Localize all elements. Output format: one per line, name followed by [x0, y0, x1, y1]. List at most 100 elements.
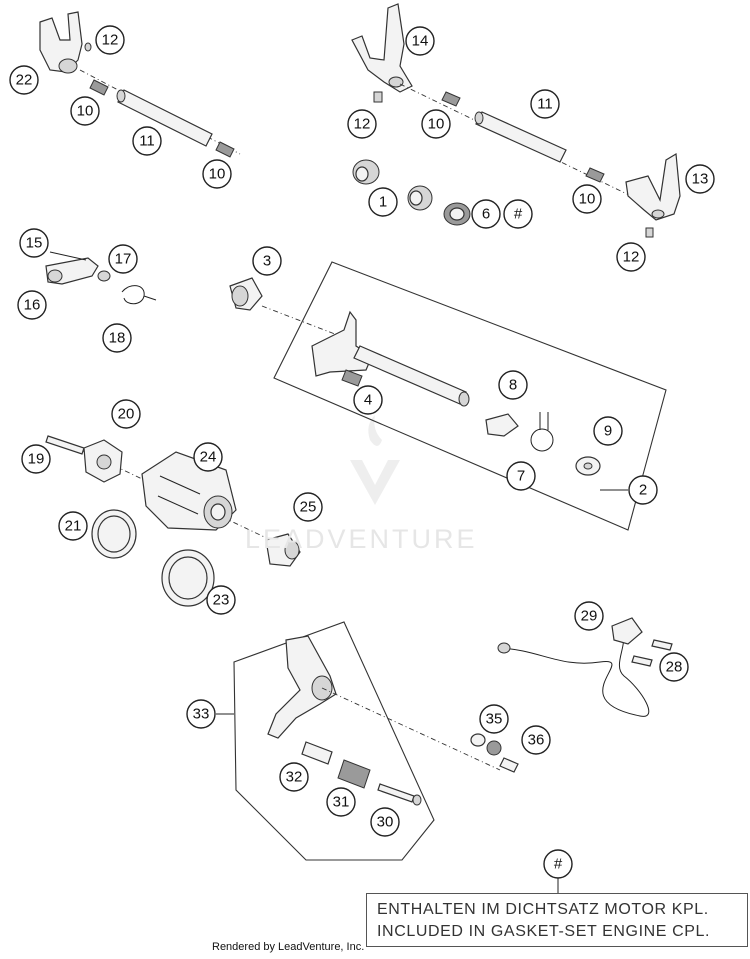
washer-35 [470, 733, 486, 747]
callout: 36 [521, 725, 551, 755]
svg-text:19: 19 [28, 451, 45, 468]
shift-fork-22 [39, 11, 83, 74]
svg-text:10: 10 [579, 191, 596, 208]
gasket-set-note: ENTHALTEN IM DICHTSATZ MOTOR KPL. INCLUD… [366, 893, 748, 947]
shift-lever-axis [321, 687, 501, 771]
svg-text:#: # [554, 856, 563, 873]
svg-text:36: 36 [528, 732, 545, 749]
note-line-german: ENTHALTEN IM DICHTSATZ MOTOR KPL. [377, 901, 709, 918]
callout: 1 [368, 187, 398, 217]
shift-fork-13 [625, 152, 681, 221]
bearing-1b [407, 185, 433, 211]
spring-10-right-b [585, 167, 605, 183]
guide-8 [485, 413, 519, 437]
svg-text:12: 12 [102, 32, 119, 49]
shift-shaft-assembly-frame [273, 261, 667, 531]
spring-10-left-b [215, 141, 235, 158]
callout: 12 [347, 109, 377, 139]
callout: 32 [279, 762, 309, 792]
render-credit: Rendered by LeadVenture, Inc. [212, 941, 365, 953]
screw-19 [45, 435, 85, 455]
svg-text:10: 10 [428, 116, 445, 133]
callout: 8 [498, 370, 528, 400]
shift-drum-axis [59, 439, 297, 553]
spring-31 [337, 759, 371, 789]
svg-text:31: 31 [333, 794, 350, 811]
svg-text:12: 12 [354, 116, 371, 133]
svg-text:9: 9 [604, 423, 612, 440]
pin-12-left [84, 42, 92, 52]
callout: 19 [21, 444, 51, 474]
svg-text:16: 16 [24, 297, 41, 314]
svg-text:22: 22 [16, 72, 33, 89]
leader-lines [216, 489, 628, 893]
svg-text:8: 8 [509, 377, 517, 394]
bushing-25 [265, 533, 301, 567]
gear-position-sensor-29 [497, 617, 650, 717]
callout: 11 [132, 126, 162, 156]
shaft-11-right [399, 83, 661, 211]
svg-text:6: 6 [482, 206, 490, 223]
callout: 31 [326, 787, 356, 817]
spring-10-left-a [89, 79, 109, 96]
callout: 21 [58, 511, 88, 541]
shift-drum-locating-20 [83, 439, 123, 483]
seal-6 [443, 202, 471, 226]
return-spring-7 [530, 412, 554, 452]
shift-drum-24 [141, 451, 237, 531]
svg-text:30: 30 [377, 814, 394, 831]
svg-text:4: 4 [364, 392, 372, 409]
torsion-spring-18 [121, 285, 157, 305]
callout: 16 [17, 290, 47, 320]
shift-shaft [311, 310, 470, 407]
callout: # [503, 199, 533, 229]
washer-9 [575, 456, 601, 476]
svg-text:14: 14 [412, 33, 429, 50]
svg-text:12: 12 [623, 249, 640, 266]
callout: 17 [108, 244, 138, 274]
svg-text:2: 2 [639, 482, 647, 499]
callout: 2 [628, 475, 658, 505]
pin-12-right-b [645, 227, 654, 238]
svg-text:25: 25 [300, 499, 317, 516]
spacer-17 [97, 270, 111, 282]
seal-36 [486, 740, 502, 756]
pin-12-right-a [373, 91, 383, 103]
shift-lever-assembly-frame [233, 621, 435, 861]
bearing-1 [352, 159, 380, 185]
callout: 10 [70, 96, 100, 126]
shift-lever-33 [267, 635, 337, 739]
callout: 15 [19, 228, 49, 258]
callout: 12 [95, 25, 125, 55]
locking-lever-16 [45, 251, 99, 285]
screws-28 [631, 639, 673, 667]
callout: 7 [506, 461, 536, 491]
shaft-11-left [79, 69, 241, 155]
callout: 10 [202, 159, 232, 189]
bearing-23 [161, 549, 215, 607]
svg-text:32: 32 [286, 769, 303, 786]
callout: 23 [206, 585, 236, 615]
shift-shaft-axis [261, 305, 341, 337]
watermark-logo-icon [350, 415, 400, 505]
callout: 28 [659, 652, 689, 682]
bolt-36 [499, 757, 519, 773]
callout: 22 [9, 65, 39, 95]
callout: 4 [353, 385, 383, 415]
svg-text:33: 33 [193, 706, 210, 723]
callout: 18 [102, 323, 132, 353]
svg-text:29: 29 [581, 608, 598, 625]
svg-text:18: 18 [109, 330, 126, 347]
svg-text:21: 21 [65, 518, 82, 535]
callout: 12 [616, 242, 646, 272]
svg-text:20: 20 [118, 406, 135, 423]
svg-text:10: 10 [77, 103, 94, 120]
callout: 24 [193, 442, 223, 472]
svg-text:35: 35 [486, 711, 503, 728]
svg-text:7: 7 [517, 468, 525, 485]
callout: 33 [186, 699, 216, 729]
svg-text:3: 3 [263, 253, 271, 270]
svg-text:1: 1 [379, 194, 387, 211]
callout: 25 [293, 492, 323, 522]
